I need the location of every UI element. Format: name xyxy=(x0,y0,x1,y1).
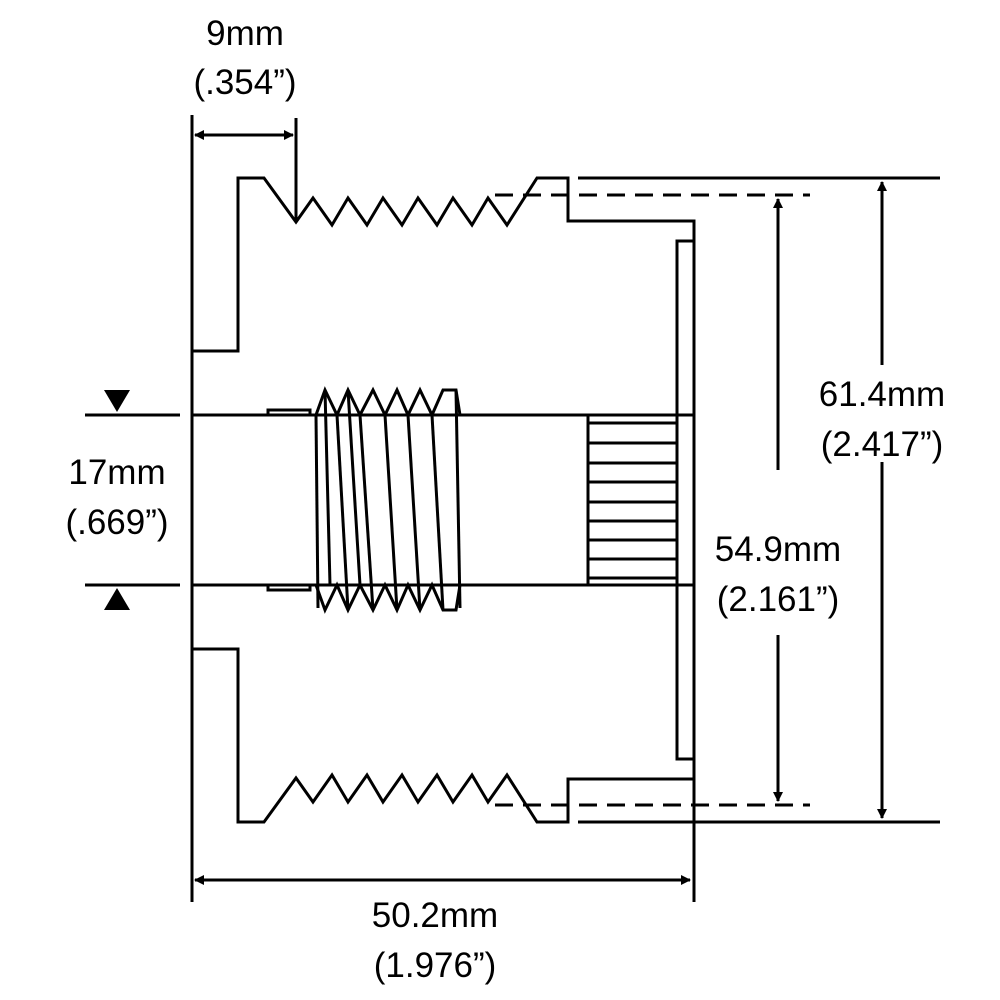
bore-imperial: (.669”) xyxy=(65,503,168,542)
internal-thread xyxy=(314,389,590,611)
front-width-metric: 9mm xyxy=(206,14,284,53)
end-plate xyxy=(675,239,696,761)
pulley-body-bottom xyxy=(190,581,696,824)
length-imperial: (1.976”) xyxy=(374,946,497,985)
extension-lines xyxy=(85,115,940,902)
bore-arrow-top-icon xyxy=(104,390,130,412)
pulley-body-top xyxy=(190,176,696,419)
inner-diameter-imperial: (2.161”) xyxy=(717,580,840,619)
outer-diameter-metric: 61.4mm xyxy=(819,375,945,414)
inner-diameter-metric: 54.9mm xyxy=(715,530,841,569)
spline-lines xyxy=(588,421,677,580)
outer-diameter-imperial: (2.417”) xyxy=(821,425,944,464)
front-width-imperial: (.354”) xyxy=(193,63,296,102)
bore-metric: 17mm xyxy=(68,453,165,492)
bore-arrow-bottom-icon xyxy=(104,588,130,610)
length-metric: 50.2mm xyxy=(372,896,498,935)
